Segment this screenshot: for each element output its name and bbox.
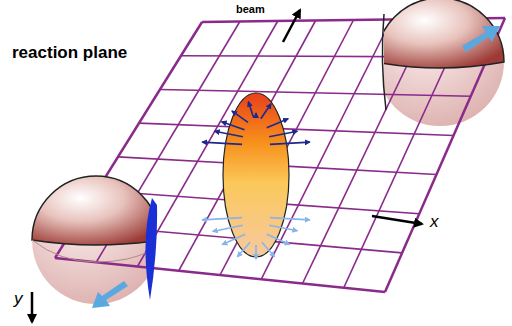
flow-arrow [270,142,310,144]
grid-line [220,20,354,275]
flow-arrow [202,142,242,144]
left-nucleus [32,176,152,262]
flow-arrow [222,234,245,244]
flow-arrow [237,242,250,257]
overlap-region [223,93,289,257]
flow-arrow [261,104,271,119]
axis-label: x [430,213,439,230]
flow-arrow [269,131,297,136]
right-nucleus [384,0,504,68]
x-axis [372,216,422,224]
flow-arrow [248,102,253,118]
grid-line [179,21,316,271]
right-cut-edge [382,14,386,110]
grid-line [160,89,471,96]
y-axis [31,292,34,322]
flow-arrow [269,225,297,230]
grid-line [55,258,385,292]
flow-arrow [255,245,257,259]
flow-arrow [202,218,242,220]
beam-axis [283,10,300,42]
flow-arrows [202,102,310,259]
flow-arrow [267,234,290,244]
spectator-arrow [462,26,500,52]
flow-arrow [270,218,310,220]
flow-arrow [262,242,275,257]
right-nucleus-lower [384,0,504,126]
grid-line [139,123,454,135]
flow-arrow [215,131,243,136]
cut-face [145,198,157,300]
flow-arrow [267,119,288,128]
plane-label: reaction plane [12,44,127,61]
spectator-arrow [92,281,128,308]
beam-label: beam [236,4,265,15]
left-nucleus-lower [32,176,152,304]
flow-arrow [255,113,257,117]
flow-arrow [232,111,248,122]
axis-label: y [14,290,23,307]
flow-arrow [213,225,243,231]
flow-arrow [222,122,245,130]
